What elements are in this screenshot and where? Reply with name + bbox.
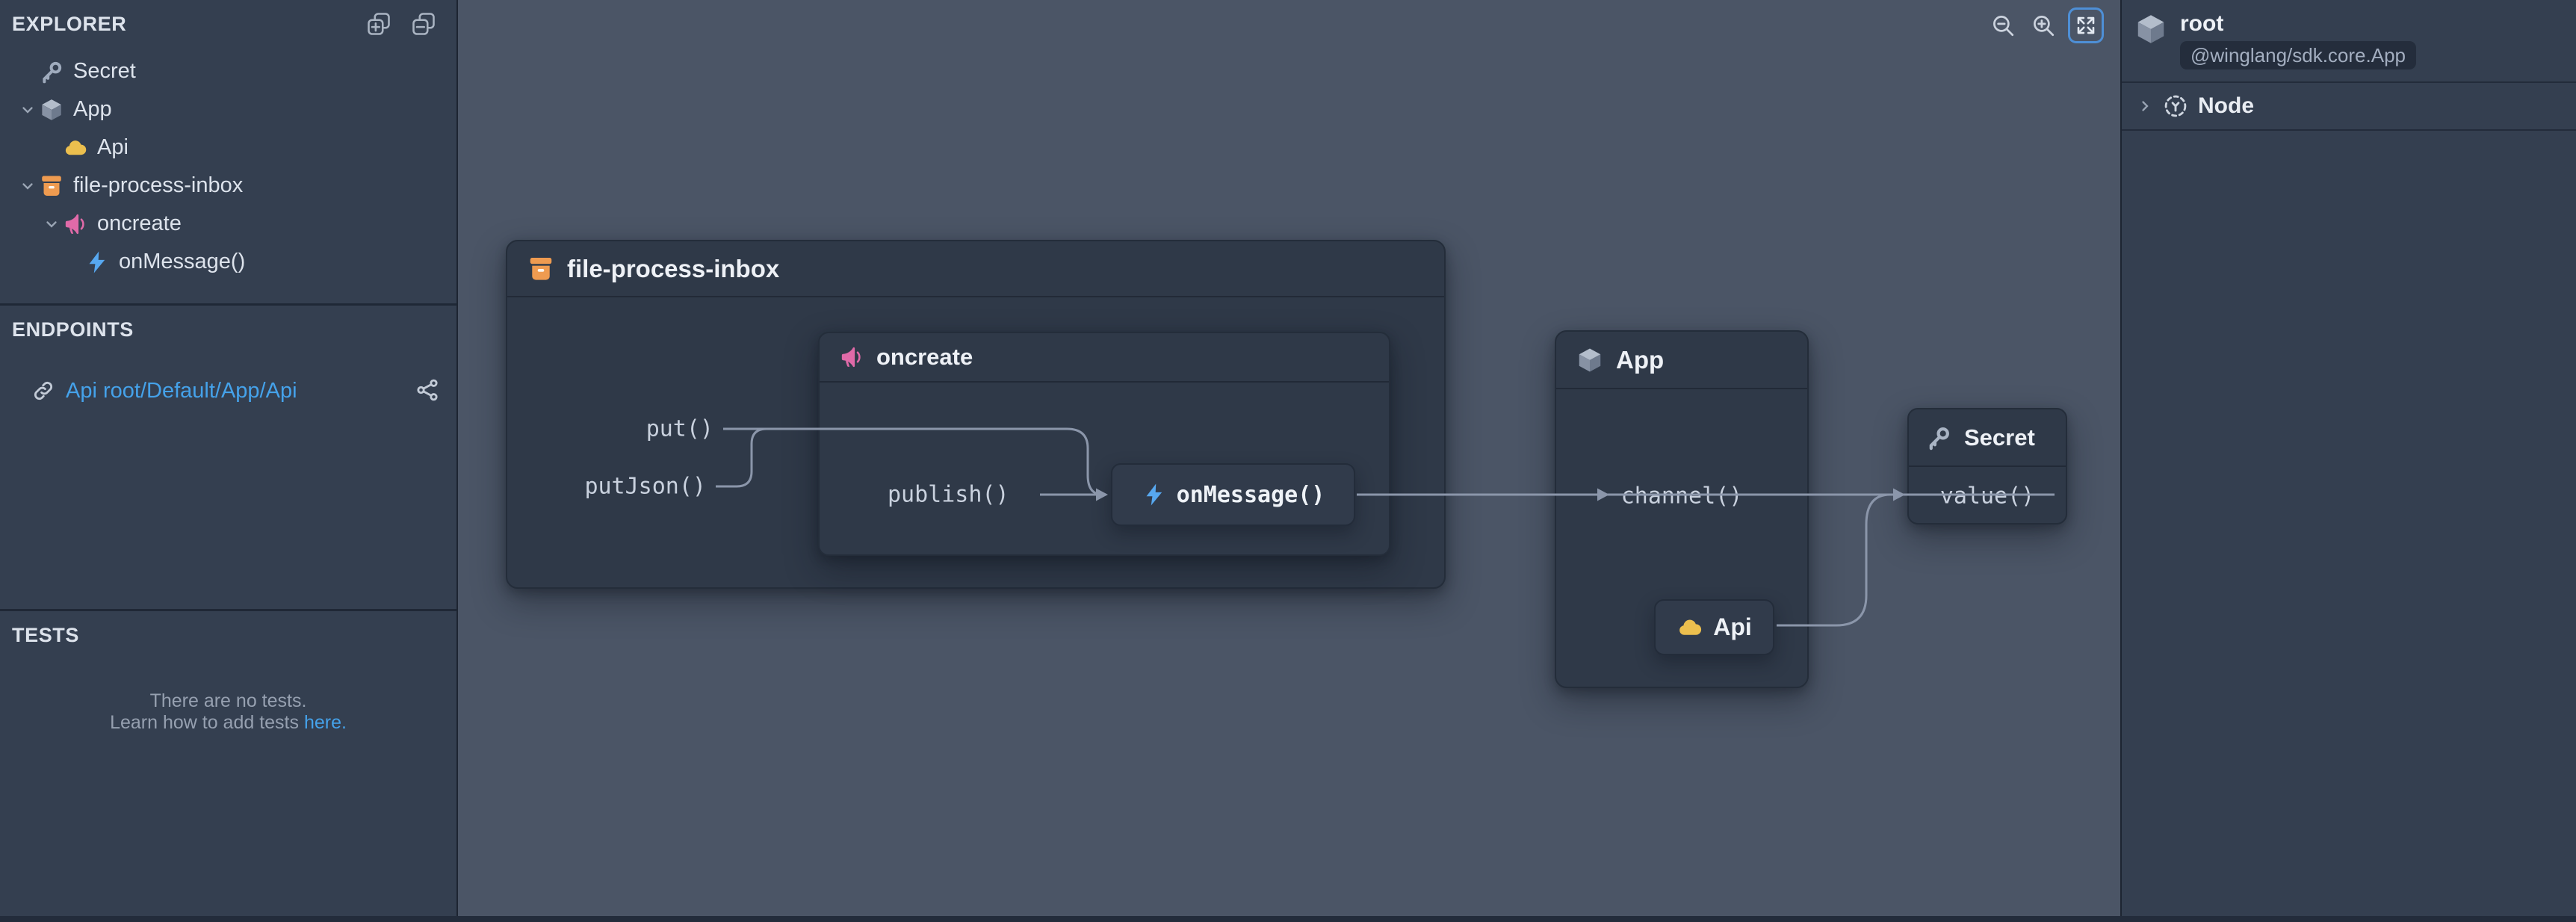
tests-empty-line2: Learn how to add tests here. [110, 712, 347, 733]
link-icon [31, 379, 55, 403]
explorer-item-file-process-inbox[interactable]: file-process-inbox [0, 167, 456, 205]
inspector-node-row[interactable]: Node [2122, 83, 2576, 131]
node-header: oncreate [820, 333, 1389, 383]
node-api[interactable]: Api [1654, 599, 1774, 655]
cube-icon [1576, 346, 1604, 374]
bottom-status-bar [0, 916, 2576, 922]
explorer-item-secret[interactable]: Secret [0, 52, 456, 90]
tests-help-link[interactable]: here. [303, 712, 347, 733]
explorer-item-api[interactable]: Api [0, 129, 456, 167]
leaf-label: Api [1713, 613, 1752, 640]
explorer-pane: EXPLORER [0, 0, 456, 303]
method-channel: channel() [1620, 483, 1743, 510]
endpoints-title: ENDPOINTS [12, 318, 134, 341]
leaf-label: onMessage() [1176, 481, 1325, 508]
bucket-icon [527, 255, 555, 283]
tests-pane: TESTS There are no tests. Learn how to a… [0, 609, 456, 916]
chevron-down-icon[interactable] [40, 213, 63, 235]
key-icon [1925, 424, 1952, 451]
tree-label: file-process-inbox [73, 173, 244, 197]
inspector-root[interactable]: root @winglang/sdk.core.App [2122, 0, 2576, 83]
inspector-root-title: root [2180, 11, 2224, 36]
bolt-icon [84, 250, 110, 275]
explorer-header: EXPLORER [0, 0, 456, 48]
node-title: oncreate [876, 344, 973, 370]
tests-empty-state: There are no tests. Learn how to add tes… [0, 690, 456, 734]
zoom-out-icon[interactable] [1987, 10, 2019, 41]
endpoints-header: ENDPOINTS [0, 306, 456, 353]
explorer-title: EXPLORER [12, 12, 127, 35]
explorer-item-oncreate[interactable]: oncreate [0, 205, 456, 243]
node-header: App [1556, 332, 1807, 389]
megaphone-icon [63, 211, 88, 237]
node-title: Secret [1964, 424, 2035, 451]
method-publish: publish() [888, 481, 1009, 508]
inspector-node-label: Node [2198, 93, 2254, 118]
tests-title: TESTS [12, 623, 80, 646]
megaphone-icon [839, 344, 864, 370]
tree-label: App [73, 97, 112, 121]
endpoint-link[interactable]: Api root/Default/App/Api [66, 378, 297, 403]
tests-empty-line1: There are no tests. [149, 690, 307, 711]
node-header: Secret [1909, 409, 2066, 467]
explorer-item-app[interactable]: App [0, 90, 456, 129]
bucket-icon [39, 173, 64, 199]
endpoints-pane: ENDPOINTS Api root/Default/App/Api [0, 303, 456, 609]
node-secret[interactable]: Secret value() [1907, 408, 2067, 525]
chevron-down-icon[interactable] [16, 99, 39, 121]
node-header: file-process-inbox [507, 241, 1444, 297]
canvas-toolbar [1987, 7, 2104, 43]
expand-all-icon[interactable] [365, 10, 392, 37]
method-value: value() [1939, 483, 2035, 510]
collapse-all-icon[interactable] [410, 10, 437, 37]
explorer-item-onmessage[interactable]: onMessage() [0, 243, 456, 281]
tests-header: TESTS [0, 611, 456, 659]
share-icon[interactable] [415, 377, 440, 403]
node-title: file-process-inbox [567, 254, 780, 282]
node-app[interactable]: App channel() Api [1555, 330, 1809, 688]
tree-label: oncreate [97, 211, 182, 235]
node-title: App [1616, 345, 1665, 374]
key-icon [39, 59, 64, 84]
inspector-root-type-badge: @winglang/sdk.core.App [2180, 41, 2416, 69]
tree-label: Api [97, 135, 129, 159]
tree-label: Secret [73, 59, 136, 83]
tree-label: onMessage() [119, 250, 246, 273]
endpoint-row: Api root/Default/App/Api [0, 374, 456, 407]
node-onmessage[interactable]: onMessage() [1111, 463, 1355, 526]
fit-to-screen-button[interactable] [2068, 7, 2104, 43]
zoom-in-icon[interactable] [2028, 10, 2059, 41]
cube-icon [2134, 12, 2168, 69]
diagram-canvas[interactable]: file-process-inbox oncreate put() putJso… [459, 0, 2120, 916]
chevron-right-icon [2132, 95, 2158, 117]
cloud-icon [1676, 614, 1703, 641]
method-putjson: putJson() [584, 473, 706, 500]
chevron-down-icon[interactable] [16, 175, 39, 197]
bolt-icon [1142, 482, 1167, 507]
expand-arrows-icon [2077, 16, 2095, 34]
cube-icon [39, 97, 64, 123]
inspector-sidebar: root @winglang/sdk.core.App Node [2120, 0, 2576, 916]
method-put: put() [645, 415, 713, 442]
left-sidebar: EXPLORER [0, 0, 458, 916]
node-scope-icon [2162, 93, 2189, 120]
explorer-tree: Secret App [0, 52, 456, 281]
cloud-icon [63, 135, 88, 161]
